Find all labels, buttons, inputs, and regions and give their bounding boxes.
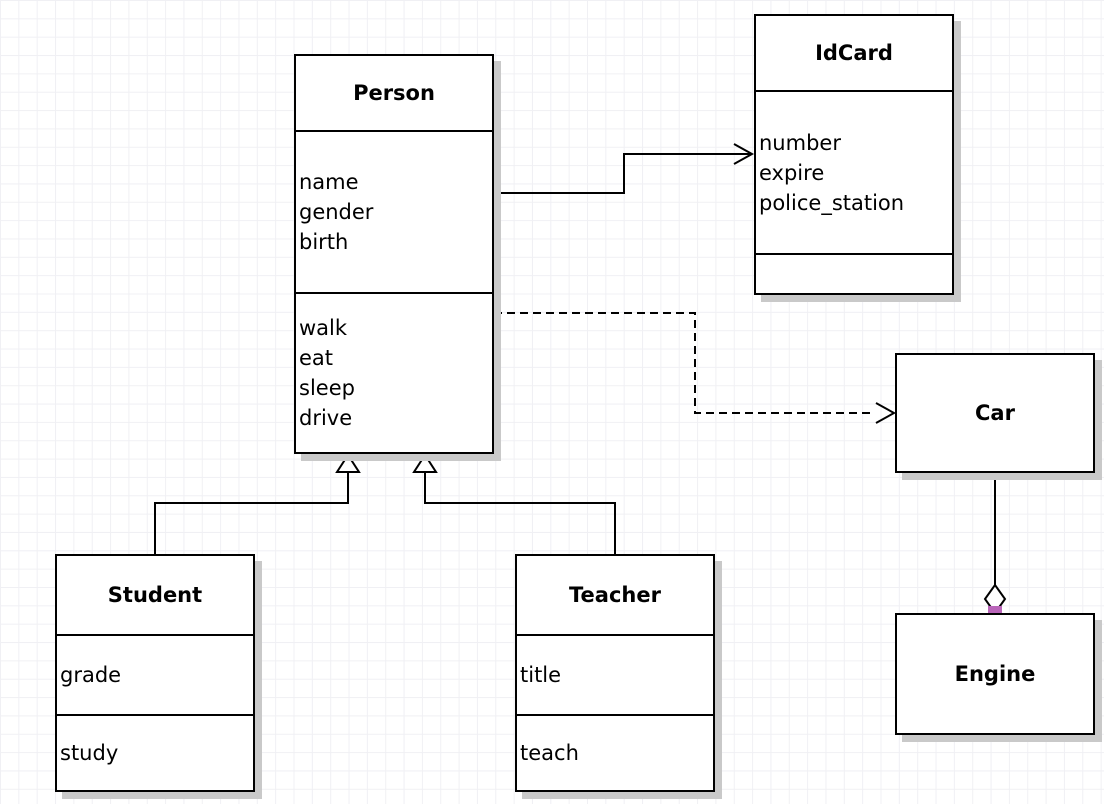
class-teacher-methods: teach [517, 714, 713, 790]
attribute: number [759, 130, 841, 155]
generalization-line[interactable] [424, 472, 616, 554]
open-arrow-icon [875, 402, 897, 424]
class-student[interactable]: Student grade study [55, 554, 255, 792]
method: study [60, 741, 119, 765]
association-line[interactable] [494, 153, 751, 194]
class-car-title: Car [975, 401, 1015, 425]
class-idcard-title: IdCard [815, 41, 893, 65]
generalization-student-person[interactable] [154, 453, 361, 554]
class-engine-title: Engine [954, 662, 1036, 686]
attribute: police_station [759, 190, 905, 215]
aggregation-car-engine[interactable] [983, 466, 1007, 620]
class-person-methods: walk eat sleep drive [296, 292, 492, 452]
class-engine[interactable]: Engine [895, 613, 1095, 735]
attribute: gender [299, 200, 374, 224]
dependency-person-car[interactable] [494, 312, 897, 424]
attribute: name [299, 170, 359, 194]
attribute: birth [299, 230, 349, 254]
class-teacher-title: Teacher [569, 583, 661, 607]
method: walk [299, 316, 348, 340]
association-person-idcard[interactable] [494, 143, 755, 194]
method: eat [299, 346, 334, 370]
generalization-teacher-person[interactable] [412, 453, 616, 554]
generalization-line[interactable] [154, 472, 349, 554]
open-arrow-icon [733, 143, 755, 165]
method: sleep [299, 376, 355, 400]
method: drive [299, 406, 353, 430]
method: teach [520, 741, 579, 765]
dependency-line[interactable] [494, 312, 874, 414]
class-student-title: Student [107, 583, 203, 607]
hollow-triangle-icon [335, 453, 361, 473]
attribute: grade [60, 663, 122, 687]
attribute: title [520, 663, 562, 687]
class-person-attributes: name gender birth [296, 130, 492, 292]
class-person-title: Person [353, 81, 435, 105]
class-person[interactable]: Person name gender birth walk eat sleep … [294, 54, 494, 454]
class-idcard-methods [756, 253, 952, 293]
class-car[interactable]: Car [895, 353, 1095, 473]
hollow-triangle-icon [412, 453, 438, 473]
class-student-attributes: grade [57, 634, 253, 714]
attribute: expire [759, 160, 825, 185]
class-idcard[interactable]: IdCard number expire police_station [754, 14, 954, 295]
class-student-methods: study [57, 714, 253, 790]
class-teacher-attributes: title [517, 634, 713, 714]
class-idcard-attributes: number expire police_station [756, 90, 952, 253]
class-teacher[interactable]: Teacher title teach [515, 554, 715, 792]
